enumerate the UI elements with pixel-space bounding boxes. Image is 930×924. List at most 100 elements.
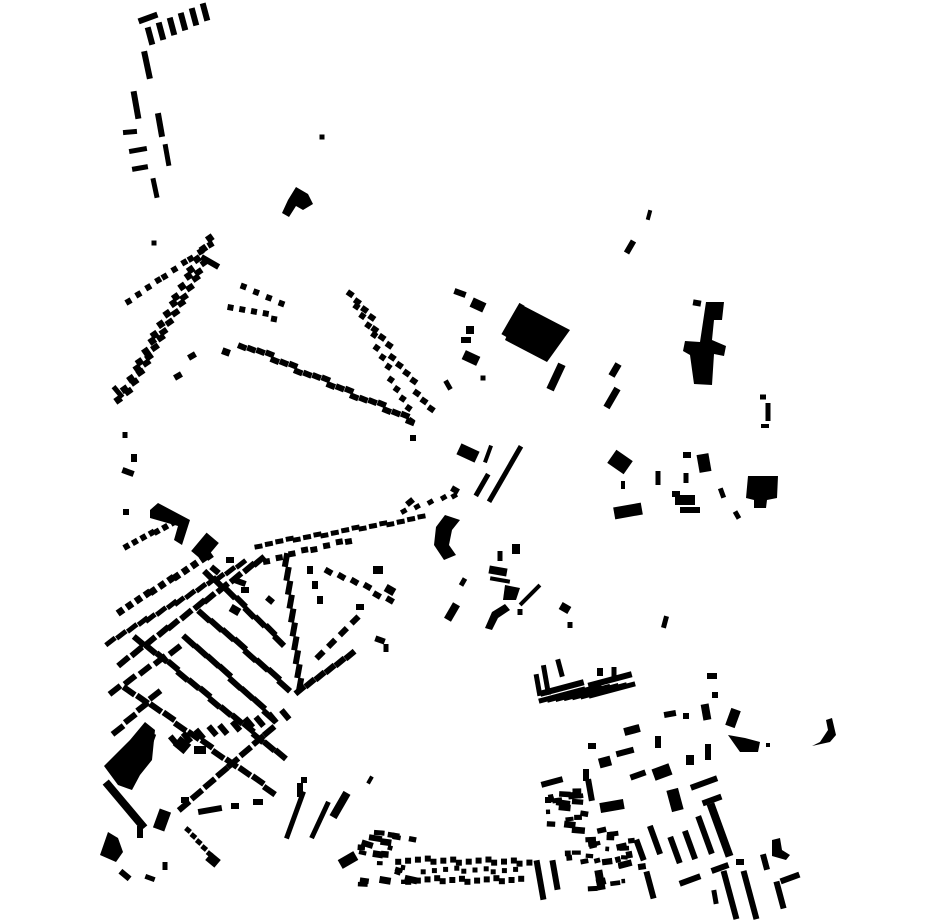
building [675,495,695,505]
building [387,844,394,851]
building [155,319,166,330]
building [596,826,607,834]
building [336,571,347,582]
building [683,473,689,483]
building [406,515,416,523]
building [766,743,770,747]
building [620,855,628,860]
building [289,622,298,637]
building [194,581,208,594]
building [254,543,263,550]
building [351,524,360,531]
building [474,877,481,884]
building [593,857,601,864]
building [193,727,206,741]
building [302,533,312,541]
building [505,304,570,362]
building [194,746,206,754]
building [266,711,279,725]
building [209,564,221,576]
building [571,826,586,835]
building [292,649,302,665]
building [254,657,271,673]
building [384,362,393,371]
building [122,542,131,551]
building [276,678,293,694]
building [302,369,313,379]
building [683,302,726,385]
building [372,850,384,859]
building [115,629,128,641]
building [313,669,327,683]
building [238,744,254,759]
building [231,803,239,809]
building [340,527,350,534]
building [313,531,322,538]
building [189,832,198,840]
building [202,776,217,791]
building [293,683,307,697]
building [417,513,426,520]
building [284,580,294,596]
building [131,164,149,172]
building [374,635,386,645]
building [281,552,291,568]
building [667,835,683,865]
building [180,730,194,745]
building [129,377,140,387]
building [420,869,426,875]
building [144,352,154,362]
building [405,878,412,885]
building [251,733,266,747]
building [349,576,360,587]
building [712,692,718,698]
building [601,857,613,866]
building [122,128,138,136]
building [358,394,369,404]
building [705,744,711,760]
building [373,829,385,836]
building [167,643,183,657]
building [150,177,160,199]
building [104,635,117,648]
building [558,803,571,812]
building [603,386,621,410]
building [637,862,647,871]
building [545,809,551,815]
building [370,330,379,340]
building [277,299,286,308]
building [390,408,402,418]
building [158,327,169,337]
building [625,850,633,859]
building [501,868,507,874]
building [184,826,192,834]
building [391,832,400,840]
building [392,384,401,394]
building [360,839,374,849]
building [599,798,625,814]
building [707,673,717,679]
building [356,604,364,610]
building [564,850,571,857]
building [458,875,465,882]
building [376,399,388,409]
building [587,885,598,892]
building [152,808,172,832]
building [300,546,309,554]
building [239,282,248,291]
building [202,591,217,605]
building [236,342,248,352]
building [111,385,125,399]
building [362,581,373,592]
building [456,443,480,463]
building [661,615,669,629]
building [613,502,643,520]
building [678,873,702,887]
building [539,679,585,697]
building [279,708,292,722]
building [252,614,268,629]
building [689,775,719,791]
building [314,649,326,661]
building [121,467,135,477]
building [173,595,186,607]
